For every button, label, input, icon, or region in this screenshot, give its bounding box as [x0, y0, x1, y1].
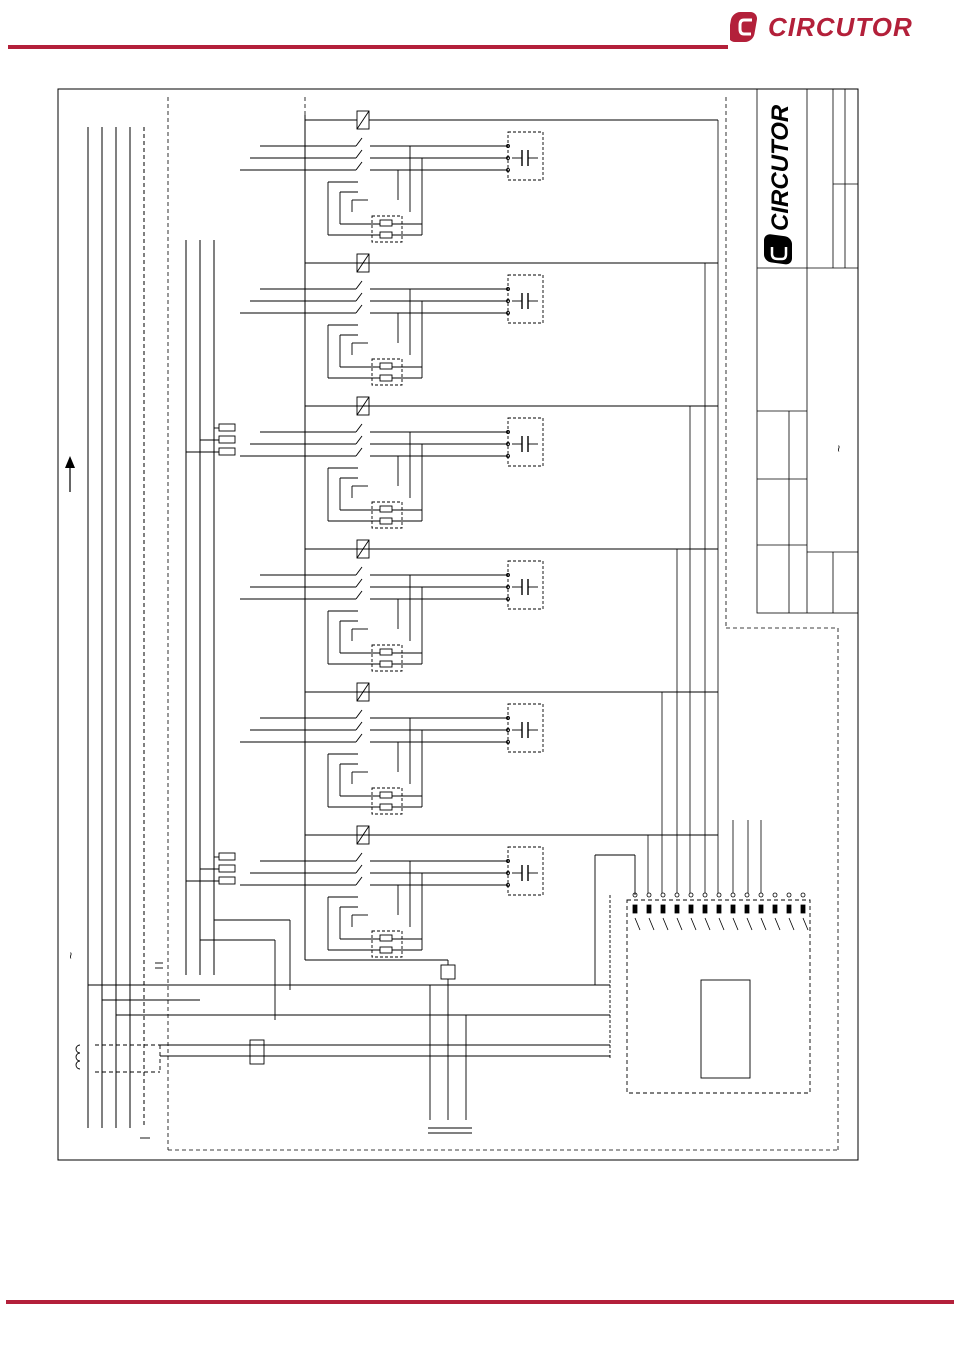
terminal: [646, 892, 652, 898]
current-transformer: [75, 1044, 81, 1070]
relay-contact: [800, 904, 806, 914]
terminal: [716, 892, 722, 898]
precharge-resistor: [379, 934, 393, 942]
up-arrow: [65, 456, 75, 492]
relay-contact: [772, 904, 778, 914]
precharge-resistor: [379, 374, 393, 382]
relay-contact: [646, 904, 652, 914]
terminal: [758, 892, 764, 898]
capacitor-stage: [240, 396, 718, 529]
terminal: [744, 892, 750, 898]
footer-rule: [6, 1300, 954, 1304]
capacitor-box: [507, 131, 544, 181]
terminal: [800, 892, 806, 898]
precharge-resistor: [379, 219, 393, 227]
capacitor-box: [507, 846, 544, 896]
terminal: [772, 892, 778, 898]
title-block: [756, 88, 859, 614]
tilde-symbol-left: ~: [64, 952, 78, 959]
precharge-resistor: [379, 648, 393, 656]
capacitor-stage: [240, 253, 718, 386]
precharge-resistor: [379, 791, 393, 799]
precharge-resistor: [379, 517, 393, 525]
precharge-resistor: [379, 362, 393, 370]
precharge-resistor: [379, 231, 393, 239]
title-block-logo: CIRCUTOR: [764, 104, 794, 265]
terminal: [674, 892, 680, 898]
tilde-symbol: ~: [832, 445, 846, 452]
terminal: [660, 892, 666, 898]
relay-contact: [758, 904, 764, 914]
relay-contact: [730, 904, 736, 914]
header-rule: [8, 45, 728, 49]
relay-contact: [632, 904, 638, 914]
control-verticals: [185, 115, 306, 975]
fuse-group-upper: [218, 423, 236, 456]
ct-terminal: [249, 1039, 265, 1065]
capacitor-stage: [240, 825, 718, 958]
relay-contact: [674, 904, 680, 914]
relay-contact: [744, 904, 750, 914]
relay-contact: [688, 904, 694, 914]
capacitor-stage: [240, 110, 718, 243]
capacitor-box: [507, 417, 544, 467]
title-block-brand: CIRCUTOR: [767, 104, 794, 231]
relay-contact: [702, 904, 708, 914]
busbars: [87, 127, 145, 1128]
brand-logo: [728, 8, 910, 48]
terminal: [786, 892, 792, 898]
precharge-resistor: [379, 660, 393, 668]
capacitor-box: [507, 560, 544, 610]
terminal: [730, 892, 736, 898]
precharge-resistor: [379, 803, 393, 811]
control-fuse: [440, 964, 456, 980]
fuse-group-lower: [218, 852, 236, 885]
terminal: [702, 892, 708, 898]
drawing-frame: [57, 88, 859, 1161]
capacitor-box: [507, 703, 544, 753]
relay-output-terminals: [632, 120, 809, 931]
terminal: [688, 892, 694, 898]
fuse-feeders: [186, 427, 219, 882]
precharge-resistor: [379, 946, 393, 954]
terminal: [632, 892, 638, 898]
enclosure-boundary: [167, 97, 839, 1151]
relay-contact: [660, 904, 666, 914]
capacitor-stage: [240, 539, 718, 672]
precharge-resistor: [379, 505, 393, 513]
brand-name: CIRCUTOR: [768, 12, 913, 42]
relay-contact: [786, 904, 792, 914]
capacitor-stage: [240, 682, 718, 815]
capacitor-box: [507, 274, 544, 324]
circutor-logo-icon: [728, 12, 758, 42]
relay-contact: [716, 904, 722, 914]
controller-relay: [594, 854, 811, 1094]
bottom-wiring: [75, 919, 610, 1139]
